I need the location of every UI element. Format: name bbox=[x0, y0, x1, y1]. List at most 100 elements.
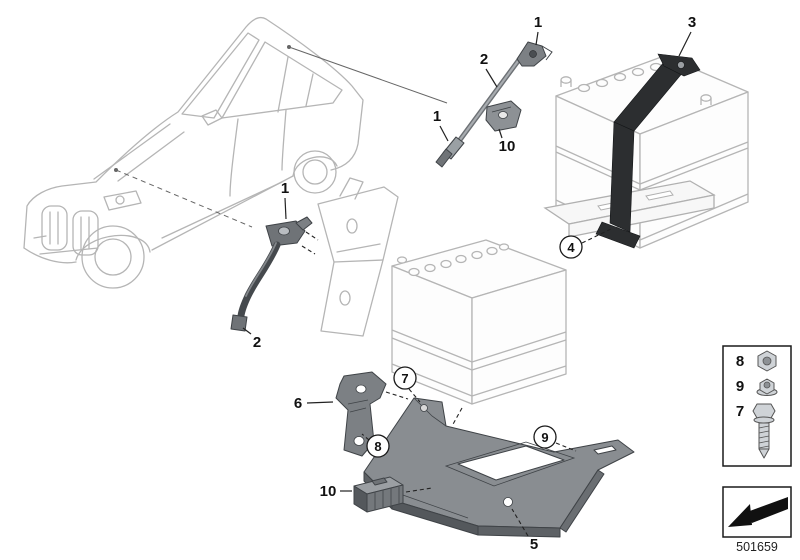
pointer-line-fender bbox=[115, 169, 253, 228]
rod-shaft-highlight bbox=[452, 55, 523, 150]
callout-nut-upper[interactable]: 8 bbox=[374, 439, 381, 454]
battery-cell-cap bbox=[613, 72, 627, 82]
callout-rod-bracket[interactable]: 10 bbox=[499, 138, 516, 155]
strap-front-run bbox=[609, 121, 635, 233]
nut8-bore bbox=[762, 356, 772, 366]
leader-rod-pin bbox=[439, 125, 449, 142]
direction-arrow-icon bbox=[728, 497, 788, 527]
callout-base-rail[interactable]: 4 bbox=[567, 240, 575, 255]
bolt-washer bbox=[753, 416, 775, 424]
callout-side-bracket[interactable]: 6 bbox=[294, 395, 302, 412]
tray-front-wall-right bbox=[477, 525, 561, 538]
post-top bbox=[560, 76, 572, 84]
callout-circle-screw[interactable] bbox=[393, 366, 417, 390]
leader-tray bbox=[511, 508, 529, 537]
cable-guide-plate-sketch bbox=[317, 177, 399, 337]
bolt-tip bbox=[758, 448, 770, 459]
callout-circle-rail[interactable] bbox=[559, 235, 583, 259]
leader-rod bbox=[485, 68, 498, 88]
rod-lower-pin-tip bbox=[435, 148, 453, 168]
side-bracket-part bbox=[335, 371, 387, 457]
car-windshield bbox=[181, 32, 260, 119]
battery2-terminal-left bbox=[396, 256, 408, 264]
callout-battery-tray[interactable]: 5 bbox=[530, 536, 538, 553]
legend-label-7[interactable]: 7 bbox=[736, 403, 744, 420]
plate-creases bbox=[333, 243, 384, 263]
car-front-wheel-arch bbox=[75, 234, 151, 261]
callout-circle-nut-upper[interactable] bbox=[366, 434, 390, 458]
cable-wire-highlight bbox=[245, 242, 277, 297]
car-b-pillar bbox=[277, 56, 289, 113]
leader-cable bbox=[242, 327, 252, 335]
ground-cable-assembly bbox=[230, 216, 313, 332]
battery-ledge-lines bbox=[555, 141, 749, 241]
rail-slot-right bbox=[645, 190, 674, 201]
bracket-hole-lower bbox=[353, 436, 365, 446]
battery-cell-cap bbox=[631, 67, 645, 77]
bolt-threads bbox=[758, 425, 770, 449]
cable-terminal-eye bbox=[278, 226, 290, 236]
car-front-bumper bbox=[23, 247, 77, 264]
callout-cable-duct[interactable]: 10 bbox=[320, 483, 337, 500]
battery-tray-part bbox=[363, 397, 635, 538]
hex-bolt-icon bbox=[752, 403, 776, 459]
leader-nut-upper bbox=[361, 433, 370, 441]
tray-right-wall bbox=[559, 469, 605, 533]
strap-hook-bolt bbox=[677, 61, 685, 69]
nut9-bore bbox=[763, 381, 771, 389]
bolt-head bbox=[752, 403, 776, 419]
battery-terminal-post-right bbox=[700, 94, 712, 105]
link-cable-plate-1 bbox=[305, 231, 319, 241]
assembly-links bbox=[301, 231, 463, 493]
car-kidney-grille-left bbox=[41, 205, 68, 251]
plate-tab bbox=[339, 177, 364, 200]
leader-screw bbox=[408, 388, 421, 403]
leader-nut-lower bbox=[555, 442, 577, 452]
callout-battery-clamp[interactable]: 1 bbox=[534, 14, 542, 31]
post-top bbox=[700, 94, 712, 102]
leader-bracket bbox=[306, 401, 334, 404]
callout-battery-strap[interactable]: 3 bbox=[688, 14, 696, 31]
car-kidney-grille-right bbox=[72, 210, 99, 256]
tension-rod-assembly bbox=[435, 41, 553, 168]
link-bracket-tray bbox=[385, 391, 409, 400]
tray-arm-stud-hole bbox=[420, 404, 428, 412]
hex-nut-icon bbox=[757, 350, 777, 372]
leader-clamp bbox=[535, 31, 539, 46]
callout-nut-lower[interactable]: 9 bbox=[541, 430, 548, 445]
fastener-legend: 8 9 7 501659 bbox=[722, 345, 792, 554]
duct-clip bbox=[371, 477, 388, 486]
battery2-right-face bbox=[471, 269, 567, 405]
tray-front-bolt-hole bbox=[503, 497, 513, 507]
callout-screw[interactable]: 7 bbox=[401, 371, 408, 386]
tray-center-cutout bbox=[457, 445, 565, 481]
callout-rod-pin[interactable]: 1 bbox=[433, 108, 441, 125]
callout-cable-terminal[interactable]: 1 bbox=[281, 180, 289, 197]
rod-top-clamp-arm bbox=[541, 45, 553, 61]
tray-platform-rim bbox=[444, 441, 576, 487]
cable-terminal-tab bbox=[295, 216, 313, 231]
link-cable-plate-2 bbox=[301, 245, 316, 255]
battery-cell-cap bbox=[595, 78, 609, 88]
battery-terminal-post-left bbox=[560, 76, 572, 87]
car-front-wheel-hub bbox=[94, 238, 132, 276]
battery2-cell-cap bbox=[424, 263, 436, 273]
rod-bracket-hole bbox=[498, 111, 508, 119]
strap-foot bbox=[595, 221, 641, 249]
leader-rod-bracket bbox=[498, 128, 503, 139]
flange-nut-icon bbox=[756, 378, 778, 396]
legend-label-8[interactable]: 8 bbox=[736, 353, 744, 370]
battery2-cell-cap bbox=[471, 250, 483, 260]
arrow-head bbox=[728, 504, 752, 527]
car-body-outline bbox=[23, 16, 364, 249]
callout-tension-rod[interactable]: 2 bbox=[480, 51, 488, 68]
rod-top-clamp-bolt bbox=[529, 50, 537, 58]
legend-label-9[interactable]: 9 bbox=[736, 378, 744, 395]
callout-circle-nut-lower[interactable] bbox=[533, 425, 557, 449]
leader-strap bbox=[678, 31, 692, 57]
plate-hole-lower bbox=[339, 290, 351, 306]
bracket-hole-upper bbox=[355, 384, 367, 394]
callout-ground-cable[interactable]: 2 bbox=[253, 334, 261, 351]
